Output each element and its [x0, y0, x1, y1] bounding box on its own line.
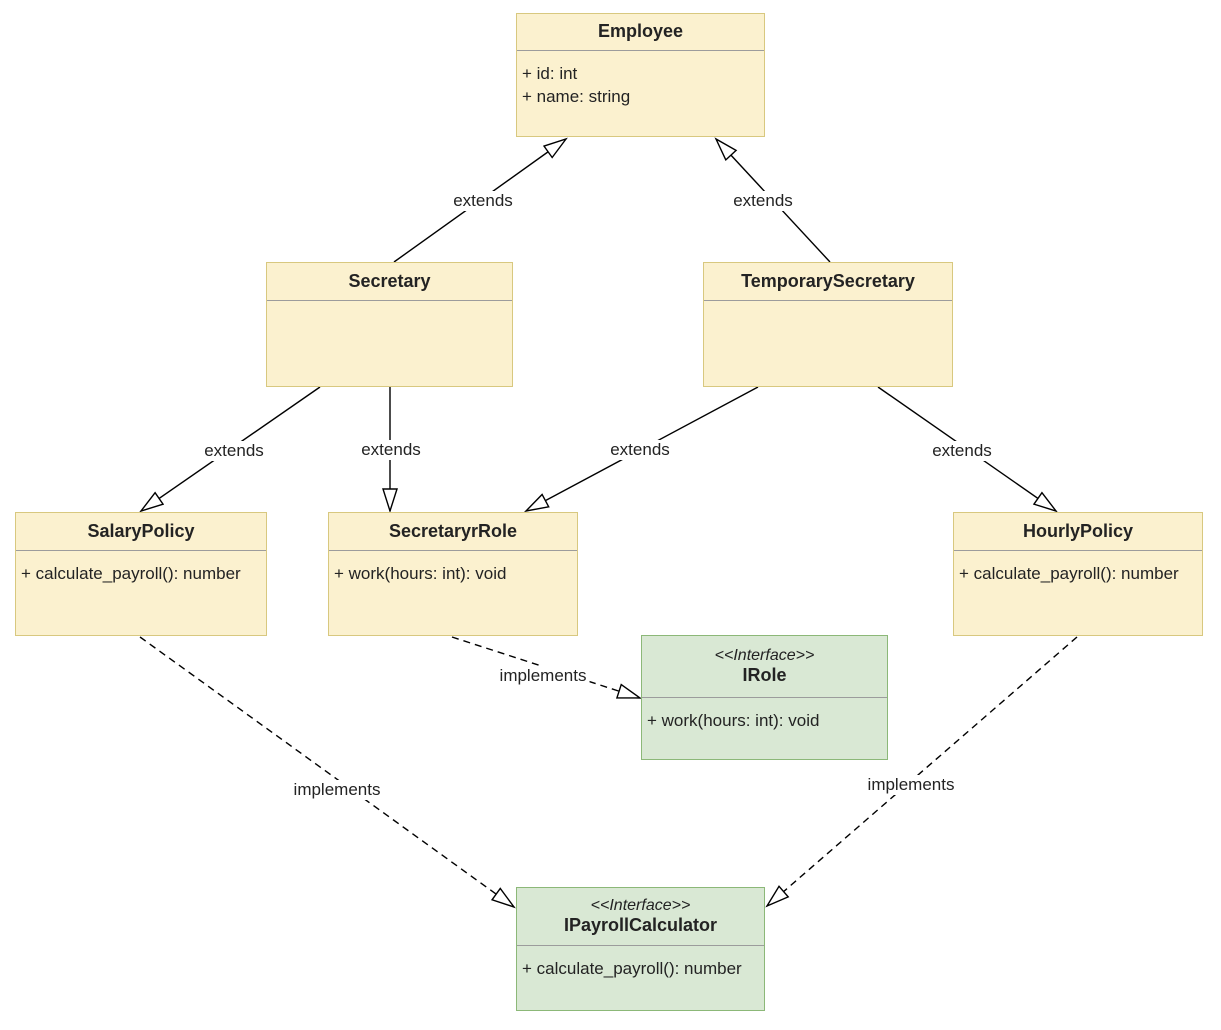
class-name: IRole — [742, 665, 787, 686]
member-row: + name: string — [522, 87, 631, 106]
class-salary-policy-members: + calculate_payroll(): number — [16, 551, 266, 635]
interface-ipayroll-calculator-members: + calculate_payroll(): number — [517, 946, 764, 1010]
class-hourly-policy[interactable]: HourlyPolicy + calculate_payroll(): numb… — [953, 512, 1203, 636]
member-row: + work(hours: int): void — [334, 564, 507, 583]
interface-ipayroll-calculator[interactable]: <<Interface>> IPayrollCalculator + calcu… — [516, 887, 765, 1011]
edge-label-hourlypolicy-ipayrollcalculator: implements — [864, 775, 958, 795]
class-salary-policy-header: SalaryPolicy — [16, 513, 266, 551]
member-row: + id: int — [522, 64, 578, 83]
edge-label-temporarysecretary-hourlypolicy: extends — [929, 441, 995, 461]
class-hourly-policy-header: HourlyPolicy — [954, 513, 1202, 551]
member-row: + calculate_payroll(): number — [522, 959, 742, 978]
class-name: Employee — [597, 21, 684, 42]
class-name: TemporarySecretary — [741, 270, 915, 291]
edge-label-secretary-secretaryrrole: extends — [358, 440, 424, 460]
edge-hourlypolicy-ipayrollcalculator — [765, 636, 1078, 908]
member-row: + calculate_payroll(): number — [959, 564, 1179, 583]
edge-label-secretary-employee: extends — [450, 191, 516, 211]
class-name: Secretary — [348, 270, 431, 291]
edge-label-temporarysecretary-secretaryrrole: extends — [607, 440, 673, 460]
class-secretaryr-role-members: + work(hours: int): void — [329, 551, 577, 635]
stereotype-label: <<Interface>> — [714, 647, 815, 665]
class-salary-policy[interactable]: SalaryPolicy + calculate_payroll(): numb… — [15, 512, 267, 636]
class-name: SalaryPolicy — [87, 520, 195, 541]
member-row: + work(hours: int): void — [647, 711, 820, 730]
class-employee[interactable]: Employee + id: int + name: string — [516, 13, 765, 137]
class-secretary[interactable]: Secretary — [266, 262, 513, 387]
class-temporary-secretary[interactable]: TemporarySecretary — [703, 262, 953, 387]
class-name: SecretaryrRole — [388, 520, 518, 541]
class-name: IPayrollCalculator — [563, 915, 718, 936]
edge-label-secretaryrrole-irole: implements — [496, 666, 590, 686]
interface-irole-members: + work(hours: int): void — [642, 698, 887, 759]
class-secretary-members — [267, 301, 512, 386]
class-hourly-policy-members: + calculate_payroll(): number — [954, 551, 1202, 635]
class-temporary-secretary-header: TemporarySecretary — [704, 263, 952, 301]
class-employee-header: Employee — [517, 14, 764, 51]
class-secretary-header: Secretary — [267, 263, 512, 301]
interface-irole-header: <<Interface>> IRole — [642, 636, 887, 698]
edge-label-temporarysecretary-employee: extends — [730, 191, 796, 211]
edge-salarypolicy-ipayrollcalculator — [139, 636, 516, 909]
edge-label-secretary-salarypolicy: extends — [201, 441, 267, 461]
interface-ipayroll-calculator-header: <<Interface>> IPayrollCalculator — [517, 888, 764, 946]
interface-irole[interactable]: <<Interface>> IRole + work(hours: int): … — [641, 635, 888, 760]
class-temporary-secretary-members — [704, 301, 952, 386]
stereotype-label: <<Interface>> — [590, 897, 691, 915]
class-employee-members: + id: int + name: string — [517, 51, 764, 136]
class-secretaryr-role[interactable]: SecretaryrRole + work(hours: int): void — [328, 512, 578, 636]
class-name: HourlyPolicy — [1022, 520, 1134, 541]
class-secretaryr-role-header: SecretaryrRole — [329, 513, 577, 551]
member-row: + calculate_payroll(): number — [21, 564, 241, 583]
edge-label-salarypolicy-ipayrollcalculator: implements — [290, 780, 384, 800]
